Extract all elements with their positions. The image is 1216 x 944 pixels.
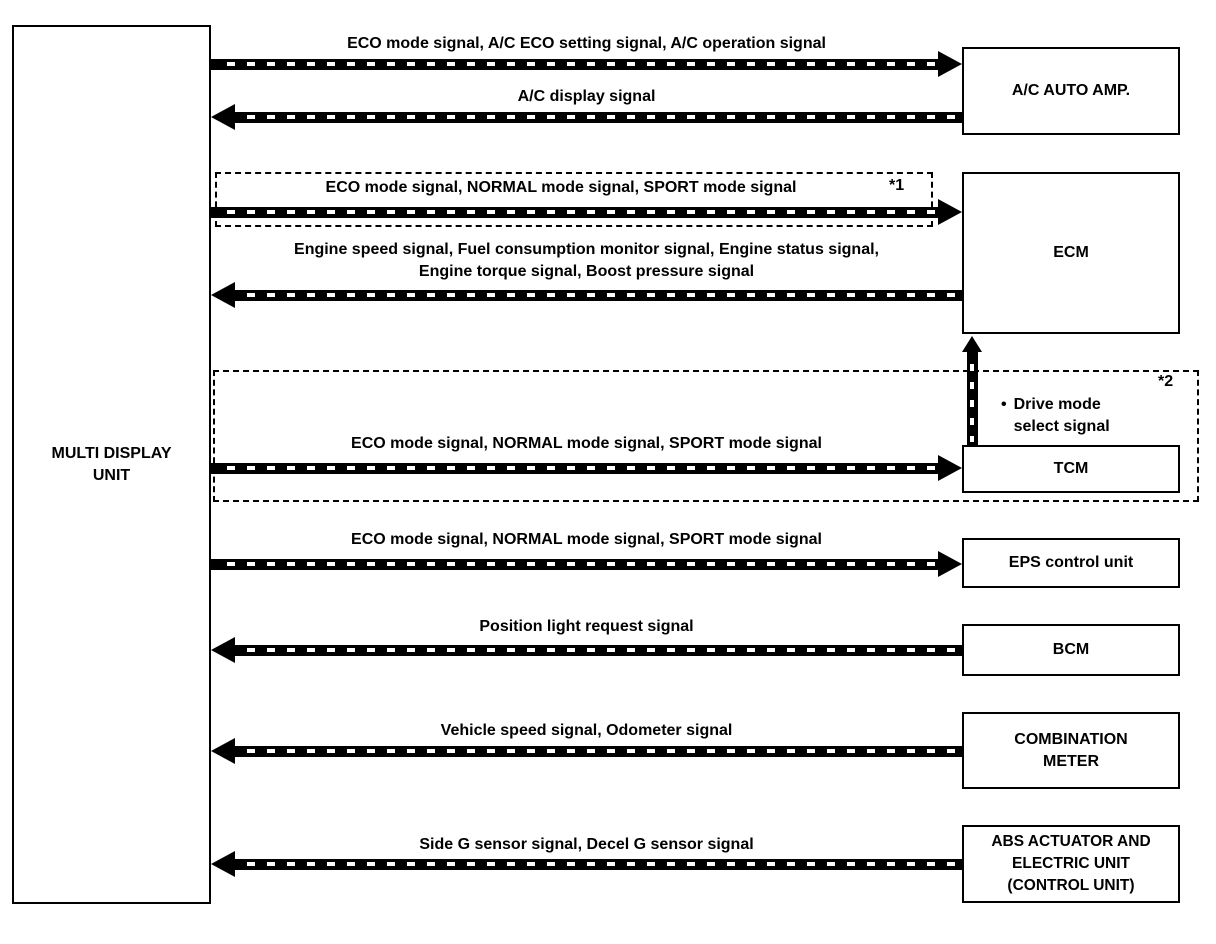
note2-label: *2 (1158, 373, 1174, 390)
label-mode-signals-ecm: ECO mode signal, NORMAL mode signal, SPO… (325, 179, 797, 196)
bullet-icon: • (1001, 396, 1007, 413)
tcm-label: TCM (1053, 460, 1089, 477)
arrow-to-ecm (211, 199, 962, 225)
arrowhead-left-icon (211, 637, 235, 663)
multi-display-unit-label: MULTI DISPLAY UNIT (51, 444, 172, 484)
box-ac-auto-amp: A/C AUTO AMP. (962, 47, 1180, 135)
label-position-light-signal: Position light request signal (479, 618, 694, 635)
arrow-band (231, 289, 962, 301)
arrow-band (231, 858, 962, 870)
arrowhead-left-icon (211, 851, 235, 877)
combination-meter-label: COMBINATION METER (1014, 730, 1128, 770)
label-eco-ac-signals: ECO mode signal, A/C ECO setting signal,… (347, 35, 826, 52)
box-combination-meter: COMBINATION METER (962, 712, 1180, 789)
label-mode-signals-tcm: ECO mode signal, NORMAL mode signal, SPO… (351, 435, 822, 452)
drive-mode-select-label: • Drive mode select signal (1001, 394, 1161, 438)
drive-mode-select-text: Drive mode select signal (1013, 396, 1110, 435)
label-ac-display-signal: A/C display signal (517, 88, 656, 105)
note1-dashed-box (215, 172, 933, 227)
arrowhead-left-icon (211, 282, 235, 308)
eps-control-unit-label: EPS control unit (1008, 554, 1134, 571)
box-bcm: BCM (962, 624, 1180, 676)
label-engine-signals: Engine speed signal, Fuel consumption mo… (294, 241, 879, 280)
arrow-to-tcm (211, 455, 962, 481)
box-ecm: ECM (962, 172, 1180, 334)
arrowhead-right-icon (938, 455, 962, 481)
arrowhead-right-icon (938, 551, 962, 577)
arrow-band (231, 644, 962, 656)
arrowhead-right-icon (938, 199, 962, 225)
arrow-band (211, 462, 942, 474)
arrowhead-left-icon (211, 104, 235, 130)
box-multi-display-unit: MULTI DISPLAY UNIT (12, 25, 211, 904)
box-eps-control-unit: EPS control unit (962, 538, 1180, 588)
arrowhead-left-icon (211, 738, 235, 764)
arrow-from-ac-auto-amp (211, 104, 962, 130)
arrow-from-combination-meter (211, 738, 962, 764)
arrow-band (231, 111, 962, 123)
arrow-from-ecm (211, 282, 962, 308)
note2-dashed-box (213, 370, 1199, 502)
arrowhead-up-icon (962, 336, 982, 352)
arrow-to-ac-auto-amp (211, 51, 962, 77)
label-mode-signals-eps: ECO mode signal, NORMAL mode signal, SPO… (351, 531, 822, 548)
label-side-g-signal: Side G sensor signal, Decel G sensor sig… (419, 836, 754, 853)
box-abs-actuator: ABS ACTUATOR AND ELECTRIC UNIT (CONTROL … (962, 825, 1180, 903)
arrow-band (211, 58, 942, 70)
arrow-to-eps (211, 551, 962, 577)
arrow-band (231, 745, 962, 757)
abs-actuator-label: ABS ACTUATOR AND ELECTRIC UNIT (CONTROL … (991, 833, 1151, 894)
arrow-band (966, 350, 978, 445)
label-vehicle-speed-signal: Vehicle speed signal, Odometer signal (440, 722, 733, 739)
ecm-label: ECM (1053, 244, 1089, 261)
bcm-label: BCM (1052, 641, 1090, 658)
arrow-tcm-to-ecm (961, 336, 983, 445)
arrow-from-bcm (211, 637, 962, 663)
note1-label: *1 (889, 177, 905, 194)
arrow-band (211, 558, 942, 570)
arrow-band (211, 206, 942, 218)
box-tcm: TCM (962, 445, 1180, 493)
arrowhead-right-icon (938, 51, 962, 77)
ac-auto-amp-label: A/C AUTO AMP. (1011, 82, 1131, 99)
arrow-from-abs (211, 851, 962, 877)
